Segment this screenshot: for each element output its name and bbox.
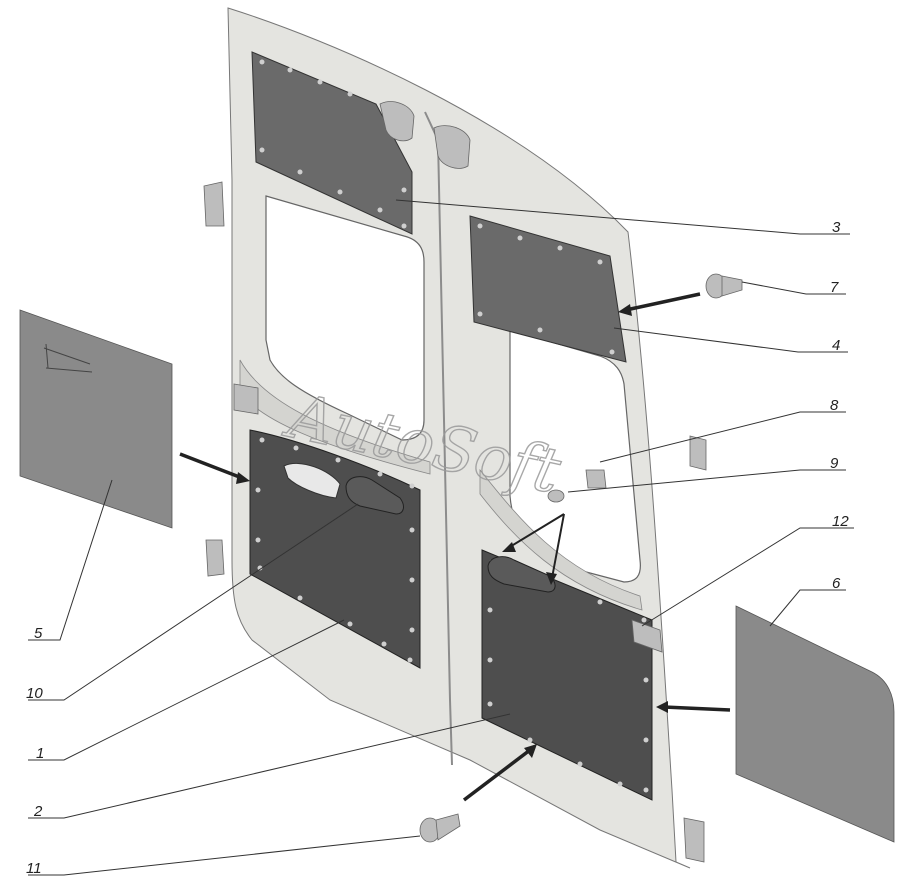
upper-panel-right	[469, 215, 627, 363]
callout-12: 12	[832, 513, 849, 530]
callout-8: 8	[830, 397, 839, 414]
upper-trim-panels	[251, 51, 627, 363]
callout-4: 4	[832, 337, 840, 354]
callout-7: 7	[830, 279, 839, 296]
clip-8	[585, 469, 607, 489]
lower-panel-right	[481, 549, 653, 801]
callout-9: 9	[830, 455, 839, 472]
lower-trim-panels	[249, 429, 653, 801]
leader-lines	[28, 199, 854, 876]
trim-board-right	[735, 605, 895, 843]
callout-11: 11	[26, 860, 42, 877]
clip-9	[547, 489, 565, 503]
callout-numbers: 3 7 4 8 9 12 6 5 10 1 2 11	[26, 219, 849, 877]
callout-5: 5	[34, 625, 43, 642]
trim-board-left	[19, 309, 173, 529]
callout-2: 2	[33, 803, 43, 820]
upper-handles	[379, 101, 471, 169]
left-window-opening	[265, 195, 425, 441]
fasteners	[419, 273, 743, 843]
upper-panel-left	[251, 51, 413, 235]
callout-6: 6	[832, 575, 841, 592]
callout-3: 3	[832, 219, 841, 236]
assembly-arrows	[179, 292, 731, 802]
callout-10: 10	[26, 685, 43, 702]
door-hinges	[203, 181, 707, 863]
callout-1: 1	[36, 745, 44, 762]
